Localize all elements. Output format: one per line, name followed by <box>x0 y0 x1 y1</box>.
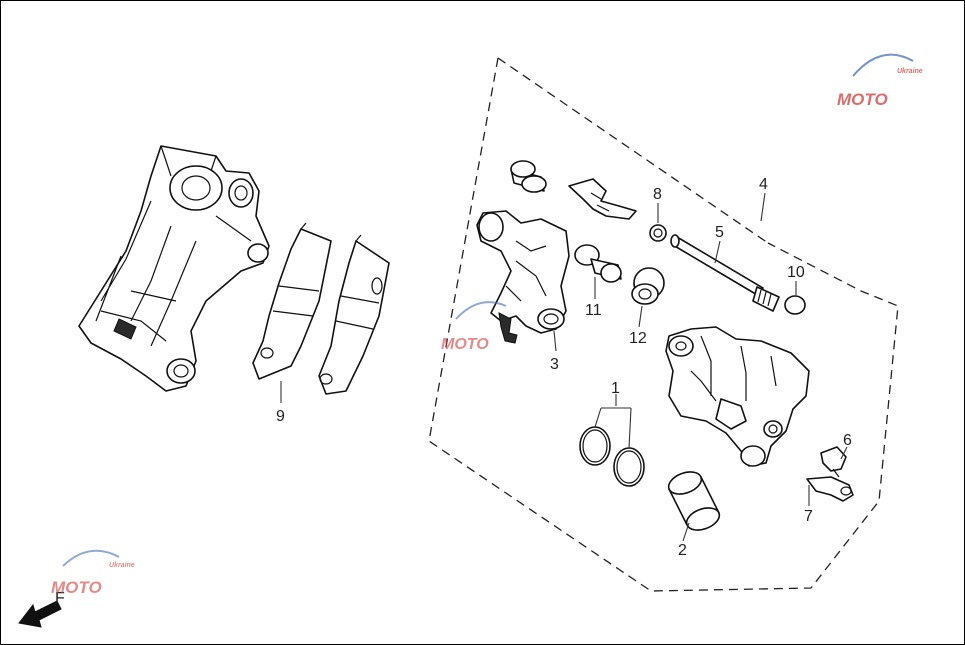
callout-5: 5 <box>715 224 724 241</box>
bolt-11 <box>574 244 622 283</box>
front-marker: F <box>55 590 65 607</box>
callout-6: 6 <box>843 432 852 449</box>
piston-2 <box>667 471 721 531</box>
callout-4: 4 <box>759 176 768 193</box>
callout-9: 9 <box>276 408 285 425</box>
callout-1: 1 <box>611 380 620 397</box>
callout-3: 3 <box>550 356 559 373</box>
pad-spring <box>568 178 637 220</box>
bleed-cap-7 <box>806 476 854 502</box>
watermark-text-top: MOTO <box>837 90 888 109</box>
leader-6 <box>840 446 848 460</box>
callout-11: 11 <box>585 302 602 319</box>
watermark-logo-bottom: MOTO Ukraine <box>51 549 135 597</box>
leader-1 <box>594 394 632 449</box>
assembly-boundary-top <box>497 57 769 244</box>
watermark-logo-top: MOTO Ukraine <box>837 53 923 109</box>
callout-10: 10 <box>787 264 805 281</box>
cap-10 <box>784 295 806 315</box>
watermark-text-middle: MOTO <box>441 336 489 353</box>
watermark-logo-middle: MOTO <box>441 301 507 353</box>
watermark-sub-bottom: Ukraine <box>109 562 135 569</box>
bushing <box>510 160 547 193</box>
watermark-text-bottom: MOTO <box>51 578 102 597</box>
front-arrow-icon <box>18 600 62 628</box>
leader-2 <box>682 522 690 542</box>
mounting-bracket <box>78 145 270 392</box>
boot-12 <box>631 267 665 305</box>
caliper-body <box>665 326 810 467</box>
callout-7: 7 <box>804 508 813 525</box>
leader-5 <box>714 240 721 264</box>
brake-pads <box>252 222 390 395</box>
assembly-boundary <box>428 57 899 592</box>
bleed-screw-6 <box>820 446 847 478</box>
callout-12: 12 <box>629 330 647 347</box>
watermark-sub-top: Ukraine <box>897 68 923 75</box>
leader-4 <box>760 192 766 222</box>
leader-3 <box>553 330 557 352</box>
callout-2: 2 <box>678 542 687 559</box>
leader-12 <box>638 305 643 328</box>
callout-8: 8 <box>653 186 662 203</box>
washer-8 <box>649 224 667 242</box>
support-bracket <box>476 210 570 344</box>
piston-seals-1 <box>579 426 645 487</box>
slide-pin-5 <box>670 234 780 312</box>
